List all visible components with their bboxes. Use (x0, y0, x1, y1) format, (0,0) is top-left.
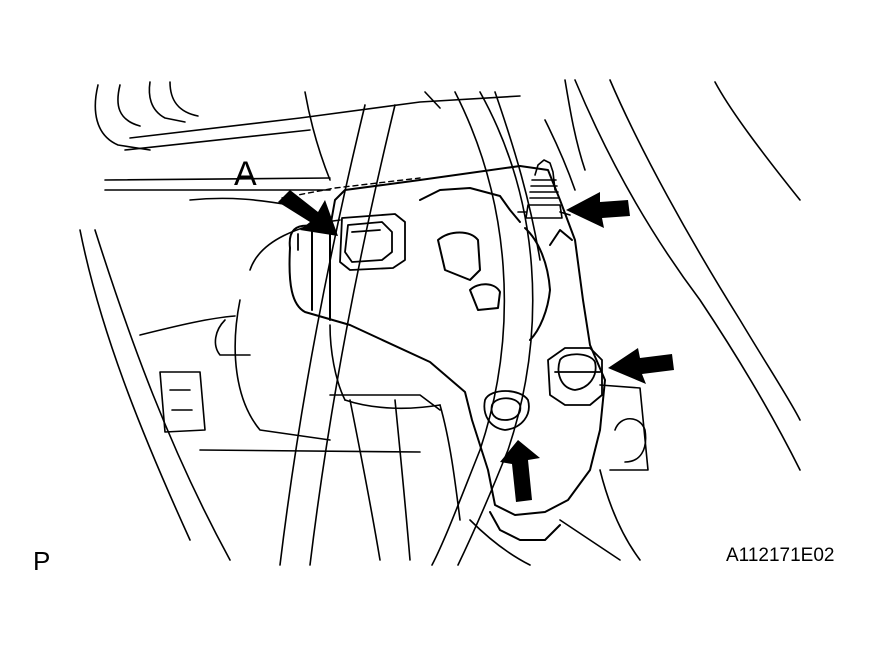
callout-label: A (234, 155, 257, 193)
stud-bolt-icon (517, 159, 571, 219)
view-marker: P (33, 546, 51, 576)
hoses (279, 91, 541, 566)
bolt-icon (483, 390, 530, 431)
arrow-icon (608, 348, 674, 384)
figure-code: A112171E02 (726, 545, 835, 566)
background-structure (79, 79, 801, 566)
bolt-icon (547, 347, 603, 406)
callout-leader-line (281, 177, 421, 199)
engine-block (329, 324, 461, 521)
arrow-icon (500, 440, 540, 502)
engine-mount-bracket (288, 165, 606, 541)
arrow-icon (278, 190, 338, 236)
bolt-icon (297, 213, 406, 271)
arrow-icon (566, 192, 630, 228)
